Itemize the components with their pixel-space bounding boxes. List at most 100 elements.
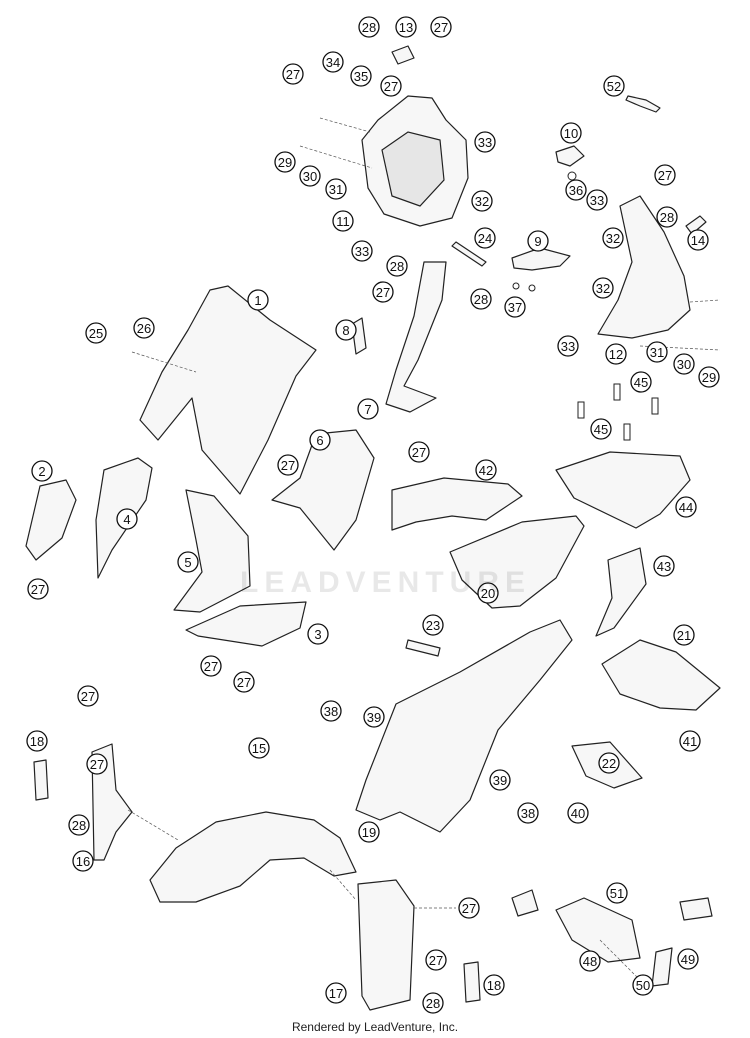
callout-18[interactable]: 18	[483, 974, 505, 996]
callout-27[interactable]: 27	[27, 578, 49, 600]
part-carrier-44[interactable]	[555, 451, 691, 529]
callout-31[interactable]: 31	[646, 341, 668, 363]
callout-27[interactable]: 27	[408, 441, 430, 463]
callout-41[interactable]: 41	[679, 730, 701, 752]
callout-7[interactable]: 7	[357, 398, 379, 420]
callout-48[interactable]: 48	[579, 950, 601, 972]
callout-29[interactable]: 29	[698, 366, 720, 388]
callout-37[interactable]: 37	[504, 296, 526, 318]
callout-6[interactable]: 6	[309, 429, 331, 451]
callout-44[interactable]: 44	[675, 496, 697, 518]
callout-31[interactable]: 31	[325, 178, 347, 200]
callout-28[interactable]: 28	[470, 288, 492, 310]
part-bolt-45c[interactable]	[651, 397, 659, 415]
part-bracket-6[interactable]	[271, 429, 375, 551]
callout-40[interactable]: 40	[567, 802, 589, 824]
callout-32[interactable]: 32	[602, 227, 624, 249]
callout-52[interactable]: 52	[603, 75, 625, 97]
callout-32[interactable]: 32	[592, 277, 614, 299]
callout-42[interactable]: 42	[475, 459, 497, 481]
part-bolt-45b[interactable]	[577, 401, 585, 419]
callout-34[interactable]: 34	[322, 51, 344, 73]
callout-39[interactable]: 39	[489, 769, 511, 791]
part-dash-support[interactable]	[597, 195, 691, 339]
part-fork-guard-right[interactable]	[357, 879, 415, 1011]
callout-50[interactable]: 50	[632, 974, 654, 996]
part-rod-24[interactable]	[451, 241, 487, 267]
callout-3[interactable]: 3	[307, 623, 329, 645]
part-14[interactable]	[685, 215, 707, 235]
part-screw-37b[interactable]	[528, 284, 536, 292]
callout-8[interactable]: 8	[335, 319, 357, 341]
part-bolt-45a[interactable]	[613, 383, 621, 401]
part-reflector-49[interactable]	[651, 947, 673, 987]
callout-33[interactable]: 33	[474, 131, 496, 153]
callout-27[interactable]: 27	[200, 655, 222, 677]
part-reflector-right[interactable]	[463, 961, 481, 1003]
callout-33[interactable]: 33	[557, 335, 579, 357]
part-side-cover-2[interactable]	[25, 479, 77, 561]
callout-27[interactable]: 27	[430, 16, 452, 38]
callout-29[interactable]: 29	[274, 151, 296, 173]
callout-15[interactable]: 15	[248, 737, 270, 759]
callout-11[interactable]: 11	[332, 210, 354, 232]
callout-43[interactable]: 43	[653, 555, 675, 577]
callout-26[interactable]: 26	[133, 317, 155, 339]
callout-28[interactable]: 28	[68, 814, 90, 836]
callout-20[interactable]: 20	[477, 582, 499, 604]
callout-27[interactable]: 27	[77, 685, 99, 707]
callout-33[interactable]: 33	[586, 189, 608, 211]
callout-18[interactable]: 18	[26, 730, 48, 752]
part-plate-holder[interactable]	[555, 897, 641, 963]
part-plate-bracket-left[interactable]	[511, 889, 539, 917]
callout-51[interactable]: 51	[606, 882, 628, 904]
part-stay-7[interactable]	[385, 261, 447, 413]
part-clip-10[interactable]	[555, 145, 585, 167]
callout-17[interactable]: 17	[325, 982, 347, 1004]
part-bolt-45d[interactable]	[623, 423, 631, 441]
callout-45[interactable]: 45	[630, 371, 652, 393]
callout-27[interactable]: 27	[372, 281, 394, 303]
callout-27[interactable]: 27	[277, 454, 299, 476]
callout-16[interactable]: 16	[72, 850, 94, 872]
part-spoiler-5[interactable]	[173, 489, 251, 613]
part-screw-37a[interactable]	[512, 282, 520, 290]
callout-21[interactable]: 21	[673, 624, 695, 646]
part-reflector-left[interactable]	[33, 759, 49, 801]
part-spoiler-3[interactable]	[185, 601, 307, 647]
callout-14[interactable]: 14	[687, 229, 709, 251]
callout-28[interactable]: 28	[656, 206, 678, 228]
part-front-fender[interactable]	[149, 811, 357, 903]
part-rear-fender[interactable]	[355, 619, 573, 833]
callout-28[interactable]: 28	[386, 255, 408, 277]
callout-23[interactable]: 23	[422, 614, 444, 636]
callout-33[interactable]: 33	[351, 240, 373, 262]
part-tank-cover[interactable]	[139, 285, 317, 495]
part-grab-handle[interactable]	[391, 477, 523, 531]
part-nut-36[interactable]	[567, 171, 577, 181]
part-bracket-13[interactable]	[391, 45, 415, 65]
callout-27[interactable]: 27	[380, 75, 402, 97]
callout-27[interactable]: 27	[654, 164, 676, 186]
callout-27[interactable]: 27	[86, 753, 108, 775]
callout-30[interactable]: 30	[299, 165, 321, 187]
callout-12[interactable]: 12	[605, 343, 627, 365]
callout-36[interactable]: 36	[565, 179, 587, 201]
callout-1[interactable]: 1	[247, 289, 269, 311]
callout-9[interactable]: 9	[527, 230, 549, 252]
callout-45[interactable]: 45	[590, 418, 612, 440]
part-carrier-21[interactable]	[601, 639, 721, 711]
callout-25[interactable]: 25	[85, 322, 107, 344]
callout-28[interactable]: 28	[422, 992, 444, 1014]
callout-13[interactable]: 13	[395, 16, 417, 38]
callout-35[interactable]: 35	[350, 65, 372, 87]
callout-27[interactable]: 27	[458, 897, 480, 919]
callout-27[interactable]: 27	[425, 949, 447, 971]
callout-30[interactable]: 30	[673, 353, 695, 375]
callout-19[interactable]: 19	[358, 821, 380, 843]
callout-27[interactable]: 27	[282, 63, 304, 85]
part-strip-23[interactable]	[405, 639, 441, 657]
callout-49[interactable]: 49	[677, 948, 699, 970]
callout-32[interactable]: 32	[471, 190, 493, 212]
part-pin-52[interactable]	[625, 95, 661, 113]
